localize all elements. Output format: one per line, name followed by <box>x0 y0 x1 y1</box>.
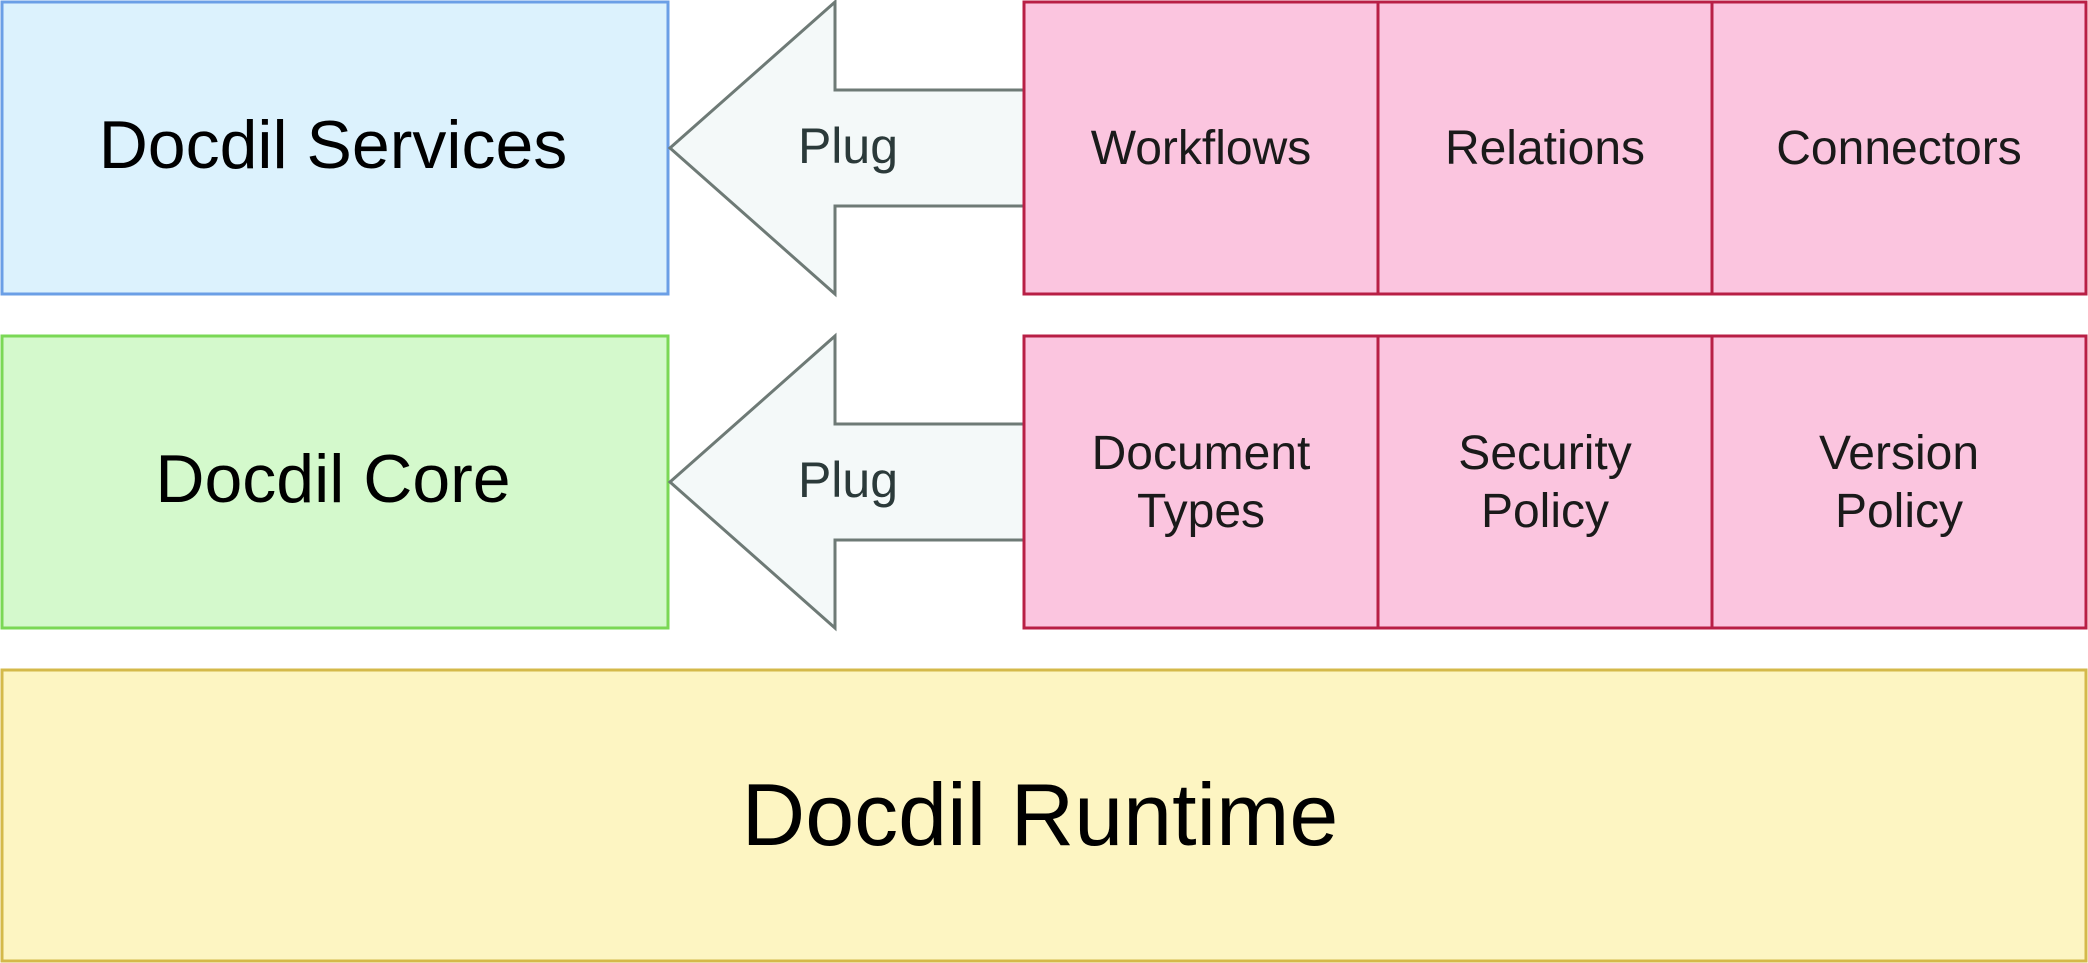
plugin-label: Security <box>1458 427 1631 480</box>
core-label: Docdil Core <box>155 441 510 517</box>
runtime-layer: Docdil Runtime <box>0 668 2088 963</box>
plugin-label: Types <box>1137 485 1265 538</box>
services-layer: Docdil Services <box>0 0 670 296</box>
services-plugins: Workflows Relations Connectors <box>1022 0 2088 296</box>
core-plug-arrow: Plug <box>667 332 1026 632</box>
plugin-label: Version <box>1819 427 1979 480</box>
plugin-label: Workflows <box>1091 122 1311 175</box>
plugin-box <box>1022 0 1380 296</box>
plugin-box <box>1376 334 1714 630</box>
plugin-box <box>1022 334 1380 630</box>
core-plug-label: Plug <box>798 452 898 508</box>
plugin-label: Policy <box>1481 485 1609 538</box>
services-box <box>0 0 670 296</box>
plugin-box <box>1710 334 2088 630</box>
plugin-label: Document <box>1092 427 1311 480</box>
services-plug-arrow: Plug <box>667 0 1026 298</box>
core-layer: Docdil Core <box>0 334 670 630</box>
plugin-box <box>1376 0 1714 296</box>
plugin-box <box>1710 0 2088 296</box>
runtime-label: Docdil Runtime <box>742 765 1339 864</box>
plugin-label: Relations <box>1445 122 1645 175</box>
plugin-cell: Connectors <box>1710 0 2088 296</box>
plugin-label: Connectors <box>1776 122 2021 175</box>
runtime-box <box>0 668 2088 963</box>
services-plug-label: Plug <box>798 118 898 174</box>
plugin-cell: Workflows <box>1022 0 1380 296</box>
services-label: Docdil Services <box>99 107 568 183</box>
plugin-label: Policy <box>1835 485 1963 538</box>
plugin-cell: Relations <box>1376 0 1714 296</box>
